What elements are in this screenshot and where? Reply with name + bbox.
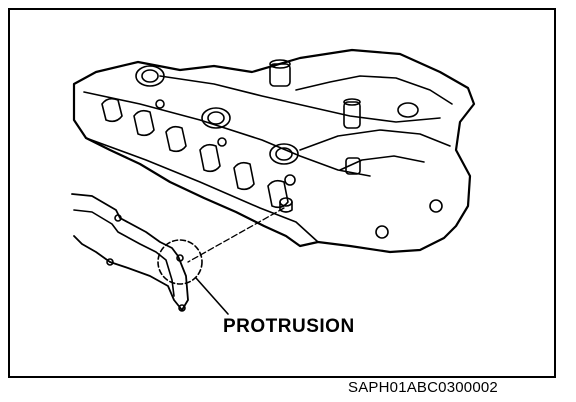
figure-frame bbox=[8, 8, 556, 378]
alignment-dash-line bbox=[187, 207, 285, 263]
protrusion-callout-circle bbox=[157, 239, 203, 285]
head-bosses bbox=[135, 59, 443, 239]
figure-code: SAPH01ABC0300002 bbox=[348, 379, 498, 396]
protrusion-label: PROTRUSION bbox=[223, 316, 355, 337]
gasket bbox=[71, 193, 189, 312]
callout-leader bbox=[195, 277, 229, 315]
intake-ports bbox=[101, 97, 289, 209]
cylinder-head bbox=[72, 48, 476, 254]
